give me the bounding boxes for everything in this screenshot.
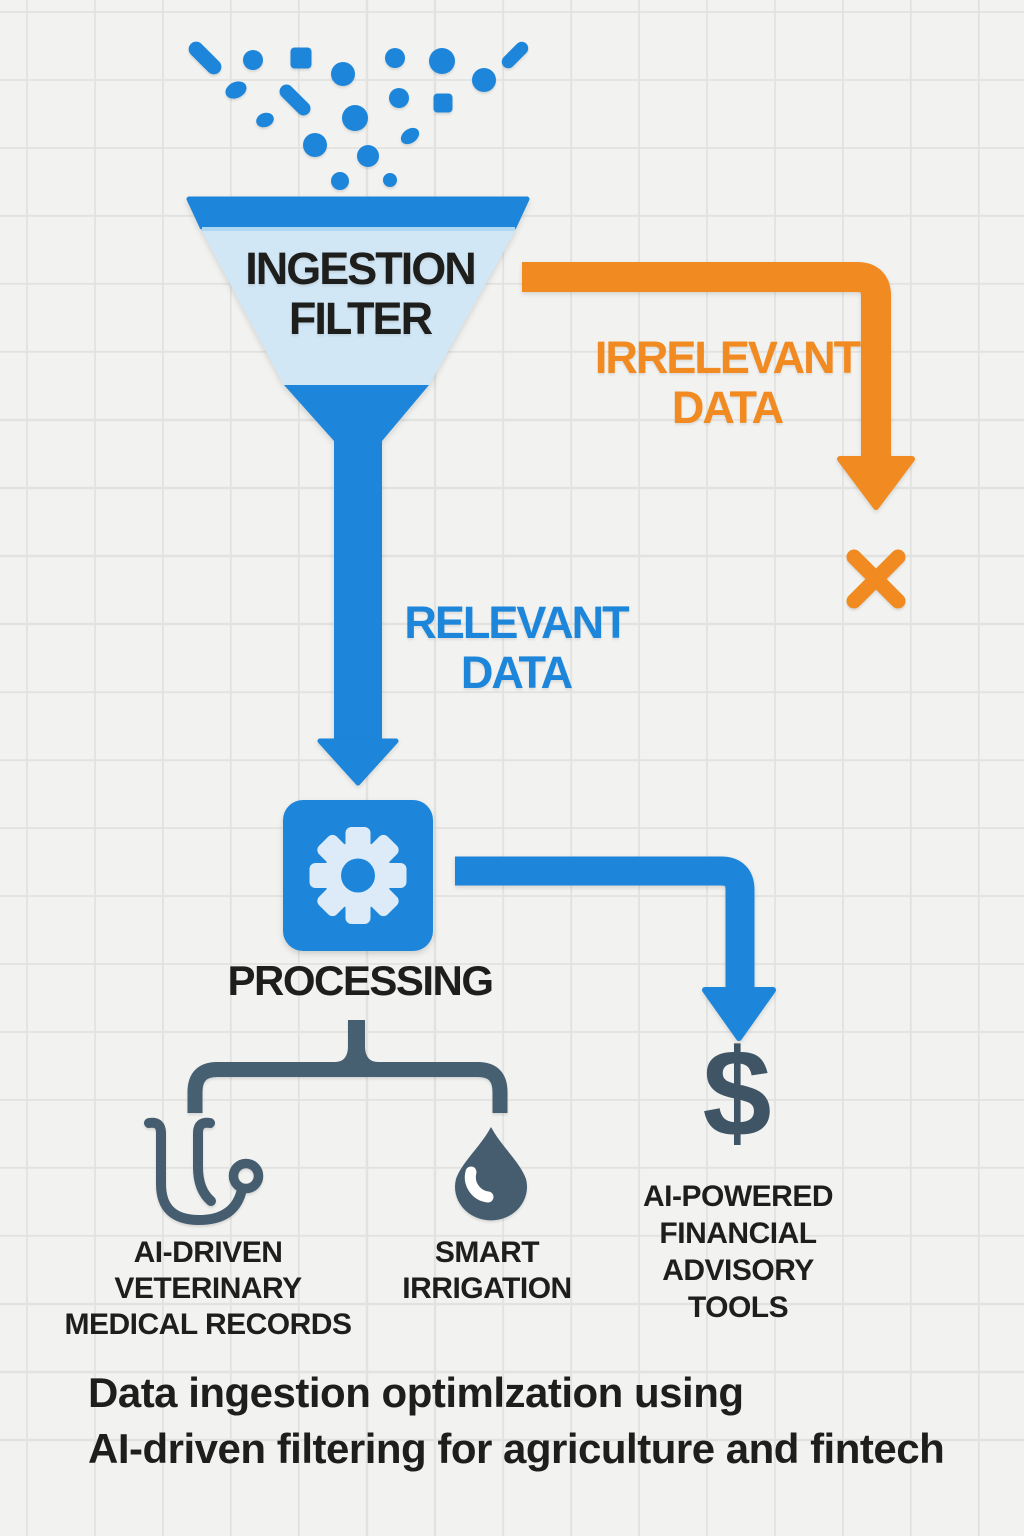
funnel-label: INGESTION FILTER xyxy=(245,243,477,344)
vet-label-line3: MEDICAL RECORDS xyxy=(64,1308,352,1341)
output-irrigation-label: SMART IRRIGATION xyxy=(402,1235,572,1307)
irrelevant-label-line1: IRRELEVANT xyxy=(594,332,861,383)
output-veterinary-label: AI-DRIVEN VETERINARY MEDICAL RECORDS xyxy=(65,1235,352,1343)
discard-x-icon xyxy=(846,549,906,609)
data-particles-icon xyxy=(188,41,529,190)
irrigation-label-line1: SMART xyxy=(434,1236,540,1269)
water-drop-icon xyxy=(455,1127,527,1221)
relevant-label-line1: RELEVANT xyxy=(404,597,629,648)
gear-icon xyxy=(309,827,407,924)
relevant-arrow-icon xyxy=(317,738,399,786)
dollar-sign-icon: $ xyxy=(702,1025,772,1163)
processing-label: PROCESSING xyxy=(227,957,494,1004)
funnel-icon xyxy=(186,196,530,743)
funnel-label-line1: INGESTION xyxy=(245,243,477,294)
financial-label-line2: FINANCIAL xyxy=(659,1217,817,1250)
output-financial-label: AI-POWERED FINANCIAL ADVISORY TOOLS xyxy=(643,1178,834,1326)
processing-output-arrow-icon xyxy=(455,856,776,1041)
processing-box xyxy=(283,800,433,951)
stethoscope-icon xyxy=(144,1117,264,1226)
financial-label-line1: AI-POWERED xyxy=(643,1180,834,1213)
caption-line1: Data ingestion optimlzation using xyxy=(88,1369,744,1416)
relevant-data-label: RELEVANT DATA xyxy=(404,597,629,698)
irrigation-label-line2: IRRIGATION xyxy=(402,1272,572,1305)
irrelevant-label-line2: DATA xyxy=(671,382,784,433)
vet-label-line2: VETERINARY xyxy=(114,1272,302,1305)
irrelevant-data-label: IRRELEVANT DATA xyxy=(594,332,861,433)
vet-label-line1: AI-DRIVEN xyxy=(133,1236,283,1269)
irrelevant-arrow-icon xyxy=(522,262,915,510)
financial-label-line4: TOOLS xyxy=(687,1291,789,1324)
branch-bracket xyxy=(187,1020,508,1113)
caption: Data ingestion optimlzation using AI-dri… xyxy=(88,1365,945,1477)
caption-line2: AI-driven filtering for agriculture and … xyxy=(88,1425,945,1472)
funnel-label-line2: FILTER xyxy=(288,293,433,344)
financial-label-line3: ADVISORY xyxy=(662,1254,814,1287)
relevant-label-line2: DATA xyxy=(460,647,573,698)
